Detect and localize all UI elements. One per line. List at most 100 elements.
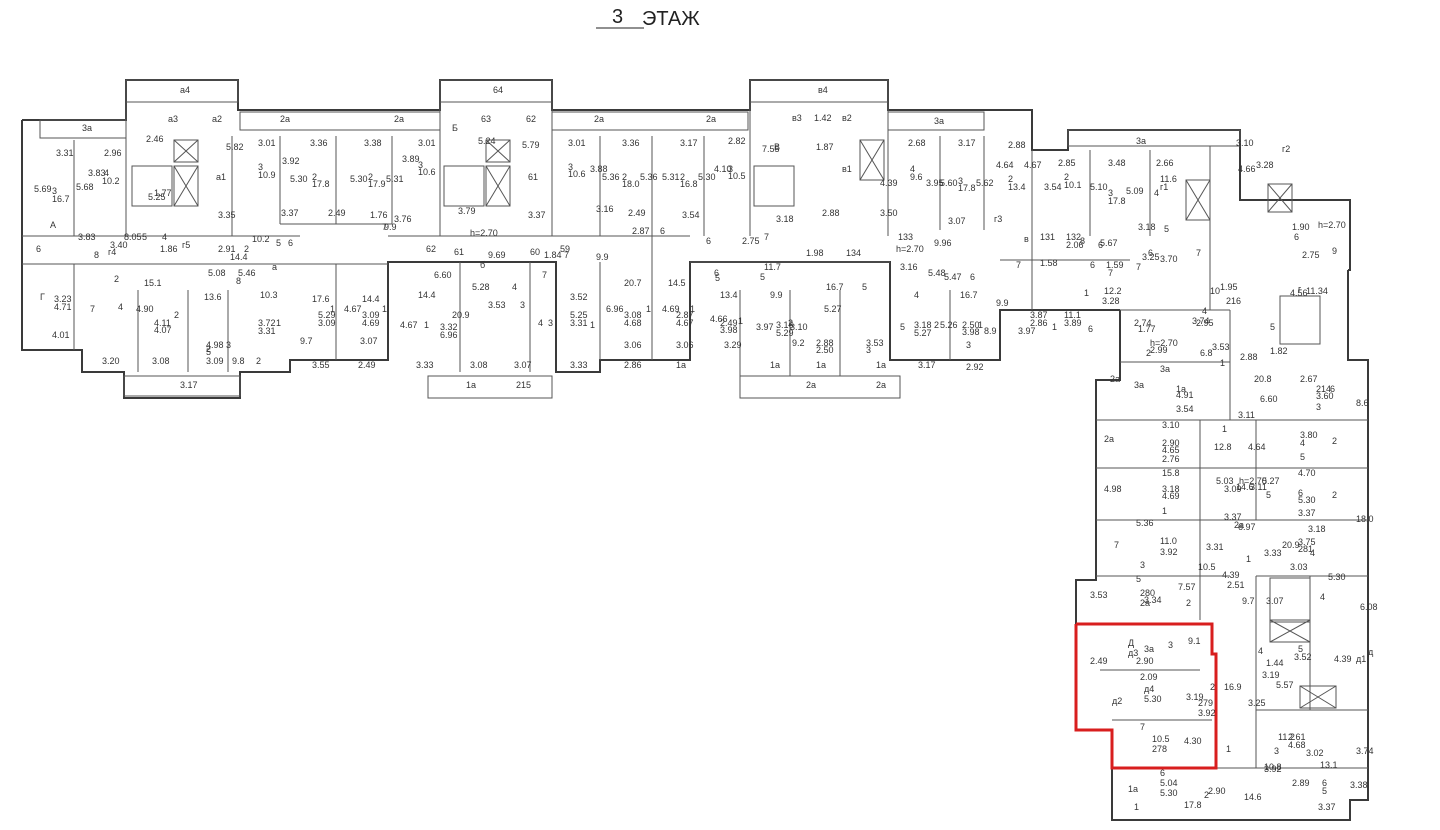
- plan-label: 12.2: [1104, 286, 1122, 296]
- plan-label: 2.86: [1030, 318, 1048, 328]
- plan-label: в1: [842, 164, 852, 174]
- plan-label: 6: [714, 268, 719, 278]
- plan-label: 4.67: [1024, 160, 1042, 170]
- plan-label: 6.60: [434, 270, 452, 280]
- plan-label: а4: [180, 85, 190, 95]
- plan-label: 13.6: [204, 292, 222, 302]
- plan-label: 9.7: [1242, 596, 1255, 606]
- plan-label: 4.98: [206, 340, 224, 350]
- loggia-south-2: [427, 375, 553, 399]
- plan-label: 2: [1204, 790, 1209, 800]
- plan-label: 3.33: [416, 360, 434, 370]
- plan-label: 216: [1226, 296, 1241, 306]
- plan-label: 16.9: [1224, 682, 1242, 692]
- plan-label: 1: [978, 320, 983, 330]
- plan-label: 8.6: [1356, 398, 1369, 408]
- plan-label: 6: [660, 226, 665, 236]
- elevator-icon: [173, 165, 199, 207]
- plan-label: д3: [1128, 648, 1138, 658]
- plan-label: 4.39: [1222, 570, 1240, 580]
- plan-label: 3.54: [682, 210, 700, 220]
- plan-label: 5: [760, 272, 765, 282]
- plan-label: 5.67: [1100, 238, 1118, 248]
- plan-label: А: [50, 220, 56, 230]
- plan-label: 13.4: [720, 290, 738, 300]
- plan-label: 62: [426, 244, 436, 254]
- plan-label: 8: [94, 250, 99, 260]
- plan-label: 3: [418, 160, 423, 170]
- plan-label: h=2.70: [470, 228, 498, 238]
- plan-label: 7: [90, 304, 95, 314]
- plan-label: 3.16: [900, 262, 918, 272]
- plan-label: 3.29: [724, 340, 742, 350]
- plan-label: 4.67: [400, 320, 418, 330]
- plan-label: 17.8: [958, 183, 976, 193]
- plan-label: г3: [994, 214, 1002, 224]
- plan-label: 20.7: [624, 278, 642, 288]
- plan-label: г: [1298, 284, 1302, 294]
- plan-label: 5.30: [1328, 572, 1346, 582]
- plan-label: 214: [1316, 384, 1331, 394]
- plan-label: 9.6: [910, 172, 923, 182]
- plan-label: 7: [764, 232, 769, 242]
- plan-label: 7: [564, 250, 569, 260]
- plan-label: 5.48: [928, 268, 946, 278]
- plan-label: 12.8: [1214, 442, 1232, 452]
- plan-label: 6.8: [1200, 348, 1213, 358]
- plan-label: 5.30: [1160, 788, 1178, 798]
- plan-label: 1: [276, 318, 281, 328]
- plan-label: 3.01: [418, 138, 436, 148]
- plan-label: 2.68: [908, 138, 926, 148]
- plan-label: 3.38: [1350, 780, 1368, 790]
- plan-label: 7: [1196, 248, 1201, 258]
- plan-label: 3.28: [1256, 160, 1274, 170]
- plan-label: 17.6: [312, 294, 330, 304]
- interior-walls: [22, 102, 1368, 769]
- plan-label: 3.54: [1176, 404, 1194, 414]
- plan-label: 2.50: [816, 345, 834, 355]
- plan-label: 5.30: [350, 174, 368, 184]
- elevator-cross: [173, 165, 199, 207]
- plan-label: 5: [1322, 786, 1327, 796]
- plan-label: 5.60: [940, 178, 958, 188]
- highlighted-apartment-outline: [1074, 622, 1218, 770]
- plan-label: 2: [1146, 348, 1151, 358]
- plan-label: 3.07: [514, 360, 532, 370]
- plan-label: 1.84: [544, 250, 562, 260]
- plan-label: 1а: [1176, 384, 1186, 394]
- plan-label: 5.08: [208, 268, 226, 278]
- plan-label: 13.1: [1320, 760, 1338, 770]
- plan-label: 2.88: [1240, 352, 1258, 362]
- plan-label: 6: [1160, 768, 1165, 778]
- east-wing-facade: [1075, 270, 1369, 821]
- plan-label: 3: [728, 164, 733, 174]
- plan-label: 4.71: [54, 302, 72, 312]
- plan-label: 2: [788, 318, 793, 328]
- plan-label: 3а: [82, 123, 92, 133]
- plan-label: h=2.70: [1239, 476, 1267, 486]
- plan-label: 2: [1332, 490, 1337, 500]
- plan-label: 11.7: [764, 262, 781, 272]
- plan-label: 2: [256, 356, 261, 366]
- plan-label: 3.03: [1290, 562, 1308, 572]
- plan-label: 9.9: [596, 252, 609, 262]
- plan-label: 5.69: [34, 184, 52, 194]
- plan-label: 3.37: [1318, 802, 1336, 812]
- plan-label: в2: [842, 113, 852, 123]
- plan-label: 2.49: [358, 360, 376, 370]
- plan-label: 1: [690, 304, 695, 314]
- plan-label: 17.8: [1108, 196, 1126, 206]
- plan-label: 5.30: [698, 172, 716, 182]
- plan-label: 3.53: [1090, 590, 1108, 600]
- plan-label: 11.34: [1306, 286, 1328, 296]
- plan-label: 18.0: [622, 179, 640, 189]
- plan-label: а: [272, 262, 277, 272]
- plan-label: 6: [1090, 260, 1095, 270]
- plan-label: 6.60: [1260, 394, 1278, 404]
- plan-label: 2: [206, 344, 211, 354]
- plan-label: 3.16: [596, 204, 614, 214]
- plan-label: 4: [162, 232, 167, 242]
- plan-label: 1: [1220, 358, 1225, 368]
